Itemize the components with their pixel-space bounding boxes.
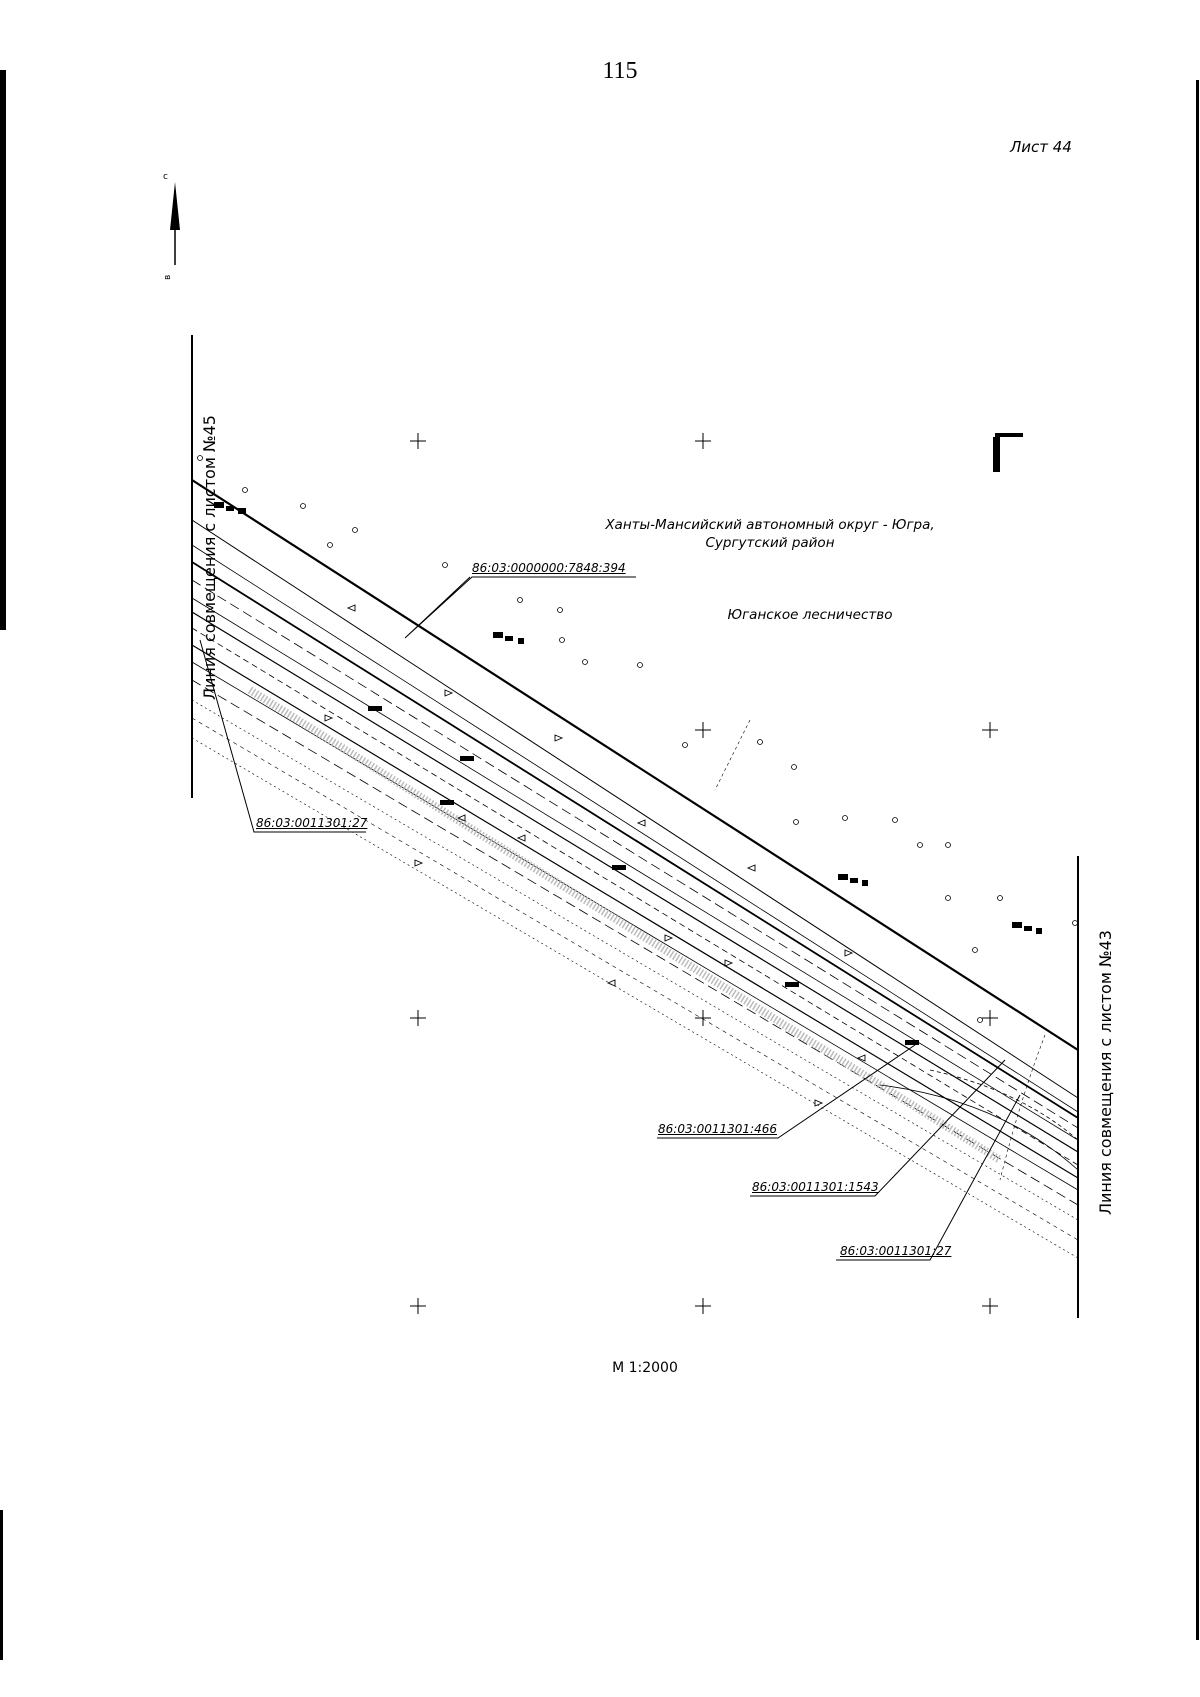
north-arrow-icon: в [163,182,180,280]
leader-lines [199,576,1021,1261]
parcel-label: 86:03:0000000:7848:394 [472,561,626,575]
region-line-1: Ханты-Мансийский автономный округ - Югра… [605,517,935,533]
svg-text:в: в [163,275,173,280]
parcel-label: 86:03:0011301:27 [840,1244,952,1258]
direction-markers [324,604,866,1107]
match-line-label-right: Линия совмещения с листом №43 [1096,930,1115,1215]
marker-symbol [993,433,1023,472]
region-label: Ханты-Мансийский автономный округ - Югра… [560,516,980,552]
forestry-label: Юганское лесничество [727,607,893,623]
page-number: 115 [602,58,638,84]
scale-label: М 1:2000 [612,1360,678,1376]
grid-crosses [410,433,998,1314]
vegetation-clusters [214,502,1042,1045]
sheet-label: Лист 44 [1010,138,1072,156]
match-line-label-left: Линия совмещения с листом №45 [200,415,219,700]
point-symbols [197,455,1078,1023]
scan-edge-right [1196,80,1199,1640]
parcel-label: 86:03:0011301:1543 [752,1180,879,1194]
parcel-label: 86:03:0011301:466 [658,1122,778,1136]
region-line-2: Сургутский район [705,535,835,551]
north-letter: с [163,172,168,182]
parcel-label: 86:03:0011301:27 [256,816,368,830]
corridor-lines [191,479,1079,1259]
scan-edge-left-lower [0,1510,3,1660]
scan-edge-left [0,70,6,630]
